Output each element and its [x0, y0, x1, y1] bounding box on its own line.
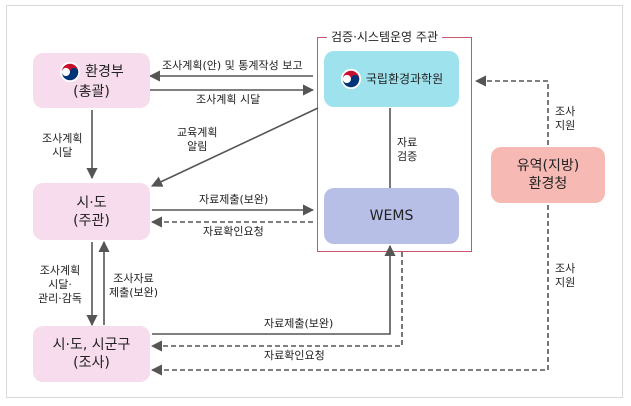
- node-moe-role: (총괄): [73, 83, 110, 100]
- node-sigungu: 시·도, 시군구 (조사): [33, 326, 150, 382]
- label-plan-deliver-top: 조사계획 시달: [196, 93, 261, 106]
- node-nier: 국립환경과학원: [324, 51, 459, 107]
- label-data-request-1: 자료확인요청: [203, 225, 264, 238]
- label-plan-manage: 조사계획 시달· 관리·감독: [38, 264, 82, 305]
- label-plan-deliver-left: 조사계획 시달: [42, 132, 83, 159]
- label-support-bottom: 조사 지원: [555, 262, 576, 289]
- arrow-support-top: [474, 75, 549, 145]
- group-title: 검증·시스템운영 주관: [327, 29, 442, 45]
- node-nier-name: 국립환경과학원: [365, 72, 444, 86]
- label-data-submit-1: 자료제출(보완): [199, 193, 269, 206]
- arrow-submit-2: [152, 244, 396, 335]
- arrow-request-2: [150, 252, 403, 352]
- label-data-verify: 자료 검증: [397, 136, 418, 163]
- node-sido: 시·도 (주관): [33, 183, 150, 240]
- label-survey-data: 조사자료 제출(보완): [109, 272, 159, 299]
- government-emblem-icon: [60, 61, 81, 82]
- node-sigungu-role: (조사): [73, 355, 110, 371]
- label-edu-plan: 교육계획 알림: [177, 126, 218, 153]
- label-data-request-2: 자료확인요청: [264, 349, 325, 362]
- label-data-submit-2: 자료제출(보완): [264, 317, 334, 330]
- arrow-edu: [150, 107, 319, 187]
- node-regional-line2: 환경청: [528, 176, 568, 192]
- node-sigungu-name: 시·도, 시군구: [52, 337, 131, 353]
- node-sido-name: 시·도: [76, 194, 107, 211]
- node-wems: WEMS: [324, 188, 459, 244]
- label-support-top: 조사 지원: [555, 105, 576, 132]
- label-report-plan: 조사계획(안) 및 통계작성 보고: [162, 59, 303, 72]
- node-regional-line1: 유역(지방): [516, 158, 580, 174]
- government-emblem-icon: [340, 68, 361, 90]
- node-sido-role: (주관): [73, 212, 110, 229]
- node-ministry-of-environment: 환경부 (총괄): [33, 53, 150, 108]
- node-regional-office: 유역(지방) 환경청: [491, 147, 605, 203]
- node-moe-name: 환경부: [85, 63, 124, 80]
- arrow-support-bottom: [150, 205, 549, 376]
- node-wems-name: WEMS: [369, 208, 414, 224]
